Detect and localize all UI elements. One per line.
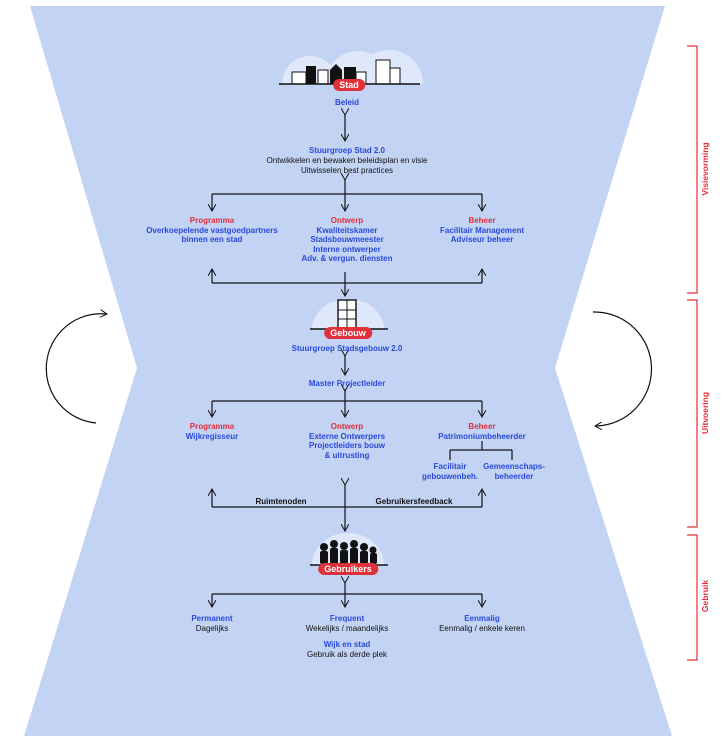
stad-badge: Stad bbox=[333, 79, 365, 91]
phase-bracket-gebruik bbox=[687, 534, 698, 661]
stad-programma-line: binnen een stad bbox=[181, 235, 243, 244]
wijk-line: Gebruik als derde plek bbox=[306, 649, 388, 659]
stad-ontwerp-line: Interne ontwerper bbox=[313, 244, 381, 254]
stad-beheer-line: Adviseur beheer bbox=[450, 235, 514, 244]
gebruikers-badge: Gebruikers bbox=[318, 563, 378, 575]
permanent-line: Dagelijks bbox=[195, 623, 229, 633]
eenmalig-line: Eenmalig / enkele keren bbox=[439, 623, 525, 633]
gebruikersfeedback-label: Gebruikersfeedback bbox=[375, 497, 453, 506]
gemeenschaps-line: Gemeenschaps- bbox=[483, 462, 545, 471]
gebouw-badge: Gebouw bbox=[324, 327, 372, 339]
gebouw-ontwerp-block: Ontwerp Externe Ontwerpers Projectleider… bbox=[309, 422, 385, 460]
phase-label-visievorming: Visievorming bbox=[700, 142, 710, 196]
eenmalig-block: Eenmalig Eenmalig / enkele keren bbox=[439, 614, 525, 633]
stad-beheer-block: Beheer Facilitair Management Adviseur be… bbox=[440, 216, 524, 245]
facilitair-gebouwenbeheer: Facilitair gebouwenbeh. bbox=[422, 462, 478, 481]
stad-ontwerp-line: Stadsbouwmeester bbox=[310, 235, 384, 244]
gebouw-beheer-block: Beheer Patrimoniumbeheerder bbox=[438, 422, 526, 441]
wijk-heading: Wijk en stad bbox=[323, 640, 371, 649]
gebouw-programma-block: Programma Wijkregisseur bbox=[186, 422, 238, 441]
stad-ontwerp-block: Ontwerp Kwaliteitskamer Stadsbouwmeester… bbox=[302, 216, 393, 264]
gebouw-beheer-heading: Beheer bbox=[468, 422, 496, 431]
frequent-block: Frequent Wekelijks / maandelijks bbox=[306, 614, 389, 633]
city-icon bbox=[279, 50, 423, 85]
gemeenschapsbeheerder: Gemeenschaps- beheerder bbox=[483, 462, 545, 481]
phase-label-gebruik: Gebruik bbox=[700, 579, 710, 613]
stuurgroep-stadsgebouw: Stuurgroep Stadsgebouw 2.0 bbox=[291, 344, 403, 353]
gebouw-programma-line: Wijkregisseur bbox=[185, 431, 239, 441]
facilitair-line: Facilitair bbox=[433, 462, 467, 471]
stad-programma-block: Programma Overkoepelende vastgoedpartner… bbox=[146, 216, 278, 245]
stad-programma-line: Overkoepelende vastgoedpartners bbox=[146, 225, 278, 235]
phase-bracket-visievorming bbox=[687, 45, 698, 294]
gebouw-ontwerp-line: & uitrusting bbox=[324, 450, 370, 460]
phase-label-uitvoering: Uitvoering bbox=[700, 391, 710, 435]
stad-ontwerp-heading: Ontwerp bbox=[330, 216, 364, 225]
stuurgroep-stad-line2: Uitwisselen best practices bbox=[300, 166, 394, 175]
frequent-heading: Frequent bbox=[329, 614, 365, 623]
cycle-arrow-right bbox=[592, 311, 653, 426]
stad-ontwerp-line: Adv. & vergun. diensten bbox=[301, 254, 393, 263]
beleid-label: Beleid bbox=[334, 98, 360, 107]
stad-programma-heading: Programma bbox=[189, 216, 235, 225]
cycle-arrow-left bbox=[45, 314, 106, 424]
phase-bracket-uitvoering bbox=[687, 299, 698, 528]
stad-ontwerp-line: Kwaliteitskamer bbox=[316, 225, 378, 235]
gebouw-ontwerp-line: Externe Ontwerpers bbox=[308, 431, 386, 441]
ruimtenoden-label: Ruimtenoden bbox=[255, 497, 307, 506]
frequent-line: Wekelijks / maandelijks bbox=[305, 623, 389, 633]
master-projectleider: Master Projectleider bbox=[308, 379, 386, 388]
stuurgroep-stad-title: Stuurgroep Stad 2.0 bbox=[308, 146, 386, 155]
wijk-block: Wijk en stad Gebruik als derde plek bbox=[307, 640, 387, 659]
gemeenschaps-line: beheerder bbox=[494, 471, 534, 481]
gebouw-ontwerp-heading: Ontwerp bbox=[330, 422, 364, 431]
permanent-block: Permanent Dagelijks bbox=[191, 614, 232, 633]
gebouw-programma-heading: Programma bbox=[189, 422, 235, 431]
stuurgroep-stad-line1: Ontwikkelen en bewaken beleidsplan en vi… bbox=[266, 156, 428, 165]
stad-beheer-line: Facilitair Management bbox=[439, 225, 525, 235]
gebouw-ontwerp-line: Projectleiders bouw bbox=[308, 441, 386, 450]
eenmalig-heading: Eenmalig bbox=[464, 614, 500, 623]
stad-beheer-heading: Beheer bbox=[468, 216, 496, 225]
gebouw-beheer-line: Patrimoniumbeheerder bbox=[438, 431, 526, 441]
people-icon bbox=[310, 533, 388, 566]
permanent-heading: Permanent bbox=[191, 614, 233, 623]
facilitair-line: gebouwenbeh. bbox=[422, 471, 478, 481]
